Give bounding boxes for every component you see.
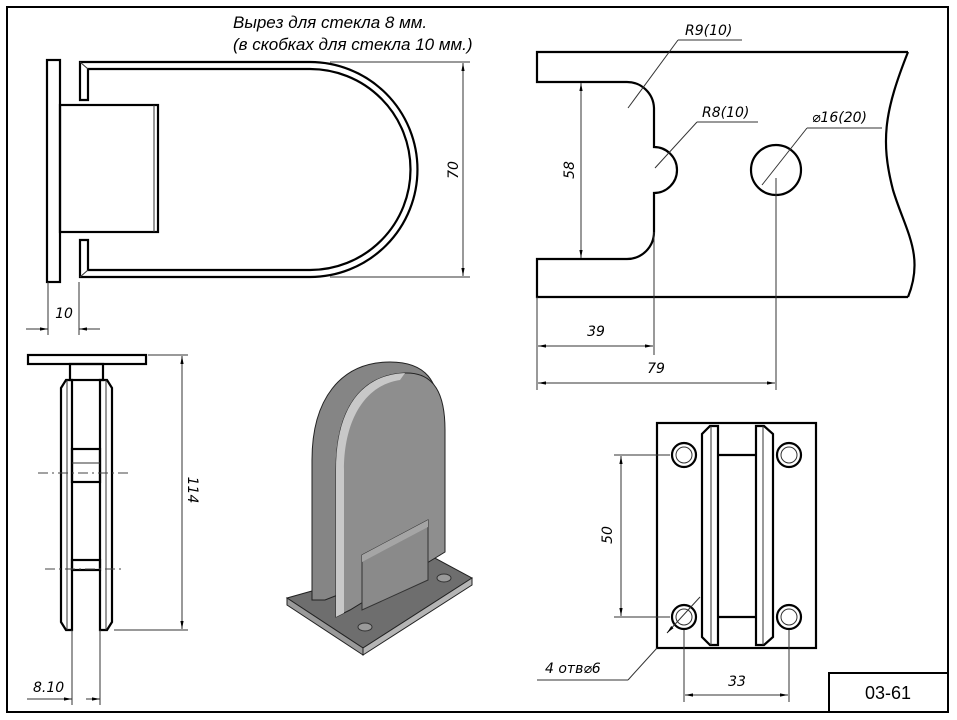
dim-39: 39 — [587, 324, 605, 340]
dim-114: 114 — [184, 477, 200, 504]
label-r8: R8(10) — [702, 105, 749, 121]
dim-8-10: 8.10 — [33, 680, 64, 696]
label-r9: R9(10) — [685, 23, 732, 39]
side-view: 114 8.10 — [26, 353, 200, 705]
dim-10: 10 — [55, 306, 73, 322]
cutout-view: R9(10) R8(10) ⌀16(20) 58 39 79 — [535, 23, 916, 390]
title-line-1: Вырез для стекла 8 мм. — [233, 13, 427, 32]
dim-79: 79 — [647, 361, 665, 377]
holes-note: 4 отв⌀6 — [545, 661, 601, 677]
drawing-frame — [6, 6, 949, 713]
mount-holes — [670, 441, 803, 631]
dim-50: 50 — [600, 526, 616, 544]
dim-33: 33 — [728, 674, 746, 690]
dim-70: 70 — [446, 161, 462, 179]
drawing-code-box — [828, 672, 949, 713]
isometric-render — [285, 361, 473, 656]
dim-58: 58 — [562, 161, 578, 179]
label-hole-diameter: ⌀16(20) — [812, 110, 867, 126]
base-view: 50 33 4 отв⌀6 — [537, 421, 818, 702]
top-view: 70 10 — [26, 58, 470, 335]
drawing-code: 03-61 — [865, 683, 911, 703]
title-line-2: (в скобках для стекла 10 мм.) — [233, 35, 473, 54]
